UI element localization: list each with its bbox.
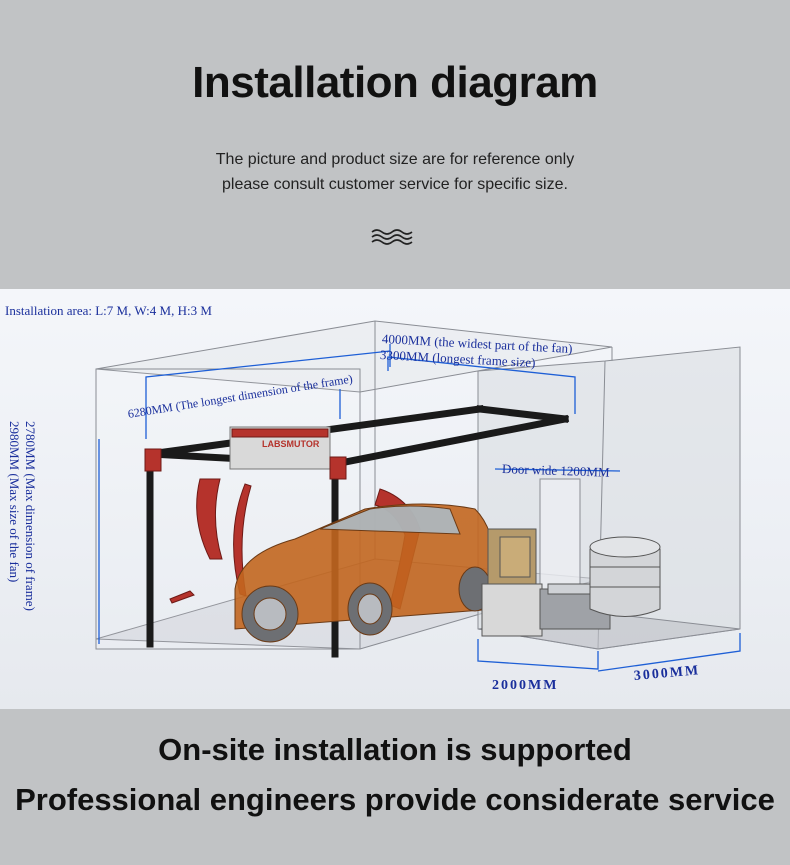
frame-height-label: 2780MM (Max dimension of frame) [23, 421, 38, 611]
equipment-room-width-label: 2000MM [492, 678, 559, 693]
installation-diagram: LABSMUTOR [0, 289, 790, 709]
equipment [481, 528, 661, 637]
diagram-drawing: LABSMUTOR [95, 320, 741, 672]
dimension-lines [98, 344, 741, 672]
fan-height-label: 2980MM (Max size of the fan) [7, 421, 22, 583]
subtitle-line-2: please consult customer service for spec… [222, 176, 568, 193]
brand-logo: LABSMUTOR [262, 439, 320, 449]
installation-area-label: Installation area: L:7 M, W:4 M, H:3 M [5, 303, 212, 318]
page-title: Installation diagram [192, 58, 598, 107]
subtitle-line-1: The picture and product size are for ref… [215, 151, 575, 168]
footer-line-1: On-site installation is supported [158, 732, 632, 767]
wave-lines-icon [371, 229, 413, 245]
footer-line-2: Professional engineers provide considera… [15, 782, 775, 817]
